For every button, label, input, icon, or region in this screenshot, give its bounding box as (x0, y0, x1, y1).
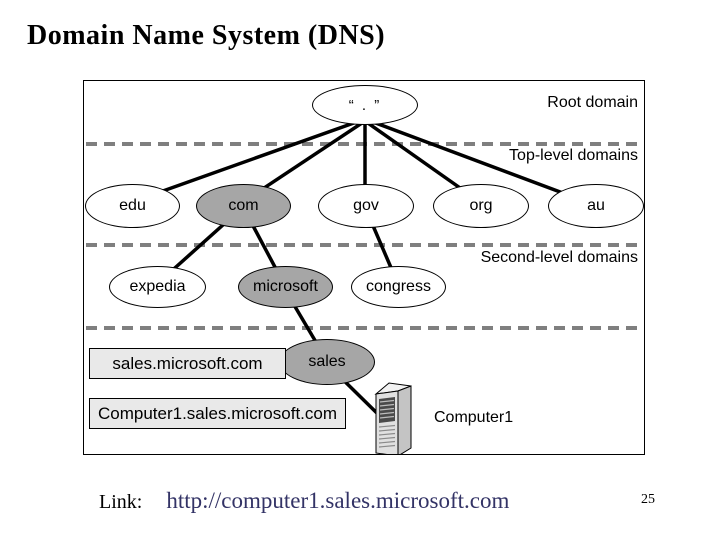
label-second-level-domains: Second-level domains (480, 249, 638, 266)
node-au-label: au (587, 197, 605, 214)
node-edu-label: edu (119, 197, 146, 214)
node-congress-label: congress (366, 278, 431, 295)
footer-link-row: Link: http://computer1.sales.microsoft.co… (99, 488, 509, 514)
node-sales-label: sales (308, 353, 346, 370)
node-au: au (548, 184, 644, 228)
fqdn-box-sales: sales.microsoft.com (89, 348, 286, 379)
label-root-domain: Root domain (547, 94, 638, 111)
fqdn-box-computer1: Computer1.sales.microsoft.com (89, 398, 346, 429)
computer1-label: Computer1 (434, 409, 514, 426)
node-gov: gov (318, 184, 414, 228)
computer-tower-icon (374, 382, 412, 454)
node-root-label: “ . ” (348, 96, 382, 114)
label-top-level-domains: Top-level domains (509, 147, 638, 164)
fqdn-box-computer1-label: Computer1.sales.microsoft.com (97, 403, 338, 423)
node-root: “ . ” (312, 85, 418, 125)
node-edu: edu (85, 184, 180, 228)
edge-root-au (364, 117, 596, 207)
link-label: Link: (99, 491, 143, 513)
node-sales: sales (279, 339, 375, 385)
node-com-label: com (228, 197, 259, 214)
node-org-label: org (469, 197, 493, 214)
edge-root-edu (131, 117, 366, 204)
node-microsoft: microsoft (238, 266, 333, 308)
link-url[interactable]: http://computer1.sales.microsoft.com (166, 488, 510, 513)
node-org: org (433, 184, 529, 228)
node-gov-label: gov (353, 197, 379, 214)
fqdn-box-sales-label: sales.microsoft.com (112, 353, 263, 373)
page-title: Domain Name System (DNS) (27, 20, 386, 51)
node-congress: congress (351, 266, 446, 308)
node-com: com (196, 184, 291, 228)
node-expedia: expedia (109, 266, 206, 308)
computer-side-face (397, 385, 412, 454)
node-microsoft-label: microsoft (253, 278, 318, 295)
page-number: 25 (641, 492, 655, 507)
node-expedia-label: expedia (129, 278, 186, 295)
dns-diagram-frame: Root domain Top-level domains Second-lev… (83, 80, 645, 455)
